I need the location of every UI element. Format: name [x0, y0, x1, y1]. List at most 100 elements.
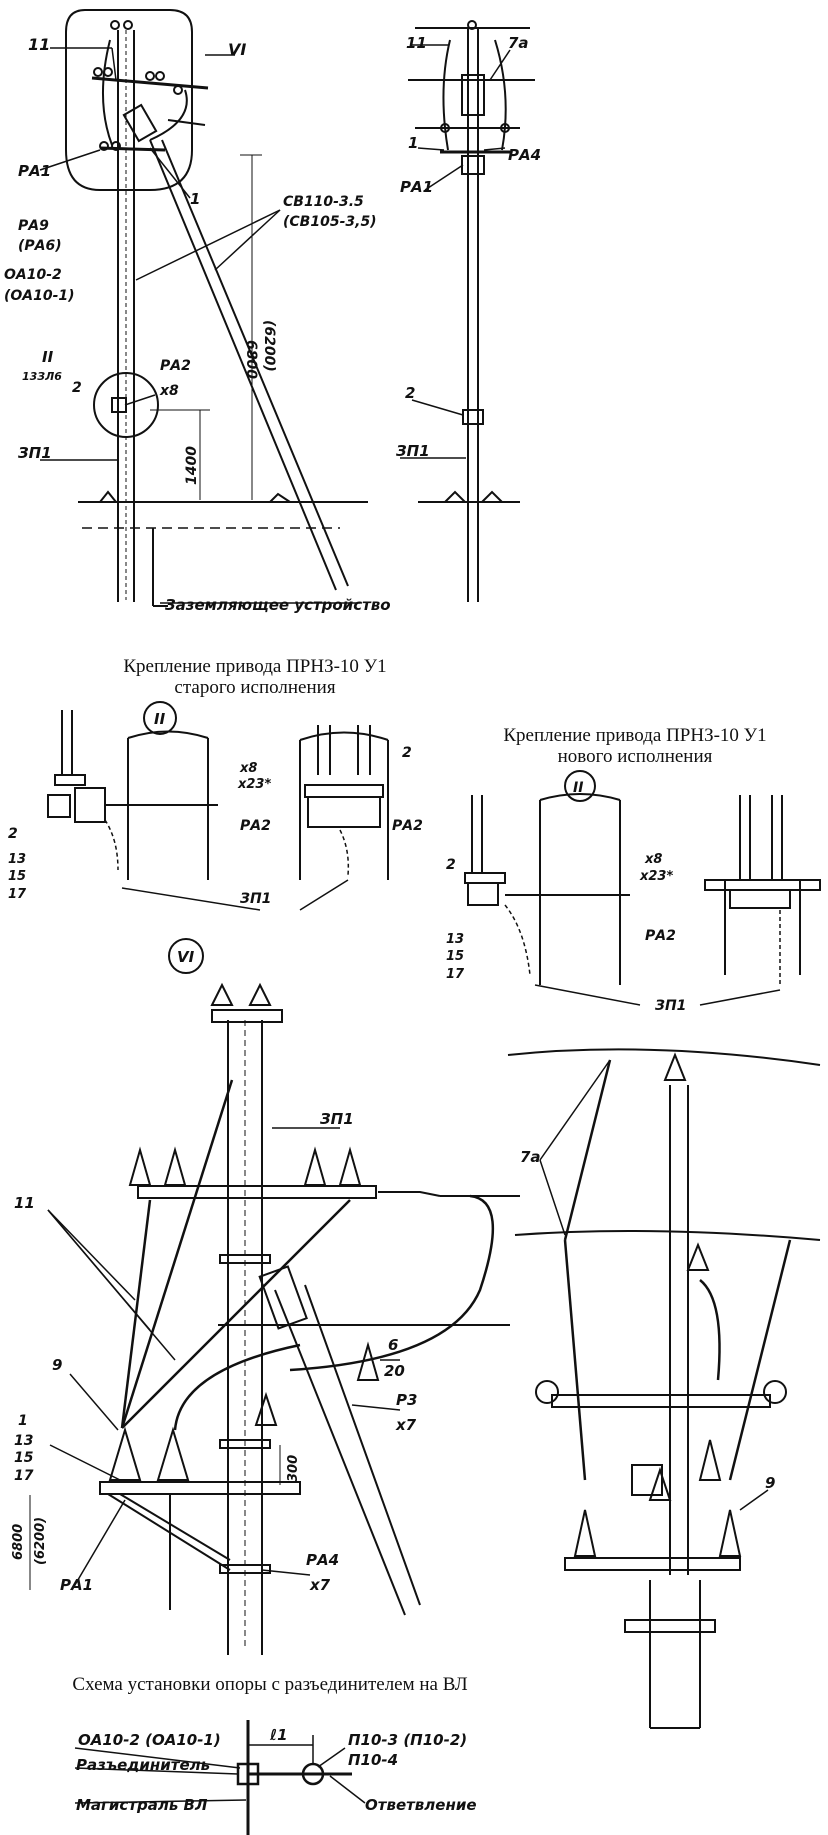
vi-label-17: 17: [14, 1468, 34, 1484]
insulator-icon: [648, 1466, 672, 1501]
crossarm: [551, 1394, 771, 1408]
old-label-15: 15: [8, 869, 26, 884]
scheme-label-oa: ОА10-2 (ОА10-1): [78, 1731, 221, 1749]
cable-loop: [699, 1279, 721, 1381]
scheme-label-trunk: Магистраль ВЛ: [76, 1796, 208, 1814]
label-ra9: РА9: [18, 218, 49, 234]
side-label-1: 1: [408, 134, 418, 152]
end-cap: [535, 1380, 559, 1404]
old-label-17: 17: [8, 887, 27, 902]
leader: [121, 887, 261, 911]
detail-marker-circle: [168, 938, 204, 974]
drive-box: [631, 1464, 663, 1496]
label-oa10-2: ОА10-2: [4, 267, 62, 283]
vi-label-ra1: РА1: [60, 1576, 93, 1594]
lower-crossarm: [564, 1557, 741, 1571]
insulator-icon: [573, 1509, 597, 1557]
new-label-ra2: РА2: [645, 928, 676, 944]
old-label-zp1: ЗП1: [240, 891, 271, 907]
cable-loop: [289, 1194, 495, 1372]
leader: [739, 1489, 769, 1511]
label-ii: II: [42, 348, 54, 366]
vi-label-20: 20: [384, 1362, 405, 1380]
vi-label-1: 1: [18, 1413, 28, 1429]
side-view: [400, 20, 535, 602]
cable-loop: [494, 39, 507, 151]
leader: [351, 1404, 401, 1411]
new-label-x8: x8: [644, 852, 662, 867]
vi-label-13: 13: [14, 1433, 33, 1449]
drive-box: [47, 794, 71, 818]
new-mount-title: Крепление привода ПРНЗ-10 У1: [503, 725, 766, 746]
label-13zl6: 13ЗЛ6: [22, 370, 62, 383]
label-zp1: ЗП1: [18, 444, 52, 462]
leader: [299, 879, 349, 911]
label-2: 2: [72, 380, 82, 396]
insulator-icon: [663, 1052, 687, 1081]
leader: [329, 1775, 366, 1804]
ground-wire: [339, 829, 350, 876]
old-detail: [47, 701, 389, 911]
insulator-icon: [338, 1146, 362, 1186]
leader: [71, 1499, 126, 1591]
label-x8: x8: [159, 383, 179, 399]
brace-strut: [149, 139, 337, 591]
vi-dim-6200: (6200): [33, 1517, 48, 1565]
old-label-x8: x8: [239, 761, 257, 776]
insulator-icon: [303, 1146, 327, 1186]
side-label-11: 11: [406, 34, 427, 52]
leader: [149, 147, 191, 199]
vi-dim-300: 300: [286, 1455, 301, 1482]
label-1: 1: [190, 190, 200, 208]
arm-edge: [304, 1284, 421, 1606]
leader: [47, 1209, 136, 1301]
insulator-icon: [156, 1426, 190, 1481]
leader: [74, 1799, 247, 1804]
detail-side: [507, 1048, 821, 1729]
drive-flange: [54, 774, 86, 786]
vi-label-9: 9: [52, 1356, 62, 1374]
new-mount-subtitle: нового исполнения: [558, 746, 713, 767]
old-mount-subtitle: старого исполнения: [174, 677, 335, 698]
old-label-2-b: 2: [402, 745, 412, 761]
mid-wire: [514, 1230, 821, 1241]
leader: [74, 1767, 239, 1775]
label-vi: VI: [228, 40, 246, 59]
ground-wire: [504, 904, 531, 976]
insulator-icon: [110, 20, 120, 30]
label-sv110: СВ110-3.5: [283, 194, 364, 210]
side-label-7a: 7а: [508, 34, 529, 52]
insulator-icon: [698, 1439, 722, 1481]
end-cap: [763, 1380, 787, 1404]
label-11: 11: [28, 35, 50, 54]
label-ra6: (РА6): [18, 238, 62, 254]
vi-label-15: 15: [14, 1450, 34, 1466]
cable-loop: [442, 39, 451, 151]
insulator-icon: [128, 1146, 152, 1186]
old-mount-title: Крепление привода ПРНЗ-10 У1: [123, 656, 386, 677]
insulator-icon: [155, 71, 165, 81]
leader: [317, 1747, 346, 1768]
insulator-icon: [718, 1509, 742, 1557]
brace: [119, 1493, 231, 1561]
front-view: [39, 9, 368, 607]
guy-wire: [173, 1343, 301, 1431]
insulator-icon: [356, 1341, 380, 1381]
pole-section-break: [299, 731, 389, 741]
clamp: [219, 1564, 271, 1574]
drive-box: [467, 882, 499, 906]
scheme-label-branch: Ответвление: [365, 1796, 477, 1814]
insulator-icon: [123, 20, 133, 30]
drive-box: [729, 889, 791, 909]
scheme-label-p10: П10-3 (П10-2): [348, 1731, 467, 1749]
insulator-icon: [248, 982, 272, 1006]
insulator-icon: [210, 982, 234, 1006]
new-label-13: 13: [446, 932, 464, 947]
cable-loop: [149, 89, 188, 141]
leader: [539, 1159, 566, 1236]
drive-body: [258, 1265, 308, 1330]
guy-wire: [728, 1239, 792, 1481]
old-label-ra2-b: РА2: [392, 818, 423, 834]
insulator-icon: [254, 1391, 278, 1426]
